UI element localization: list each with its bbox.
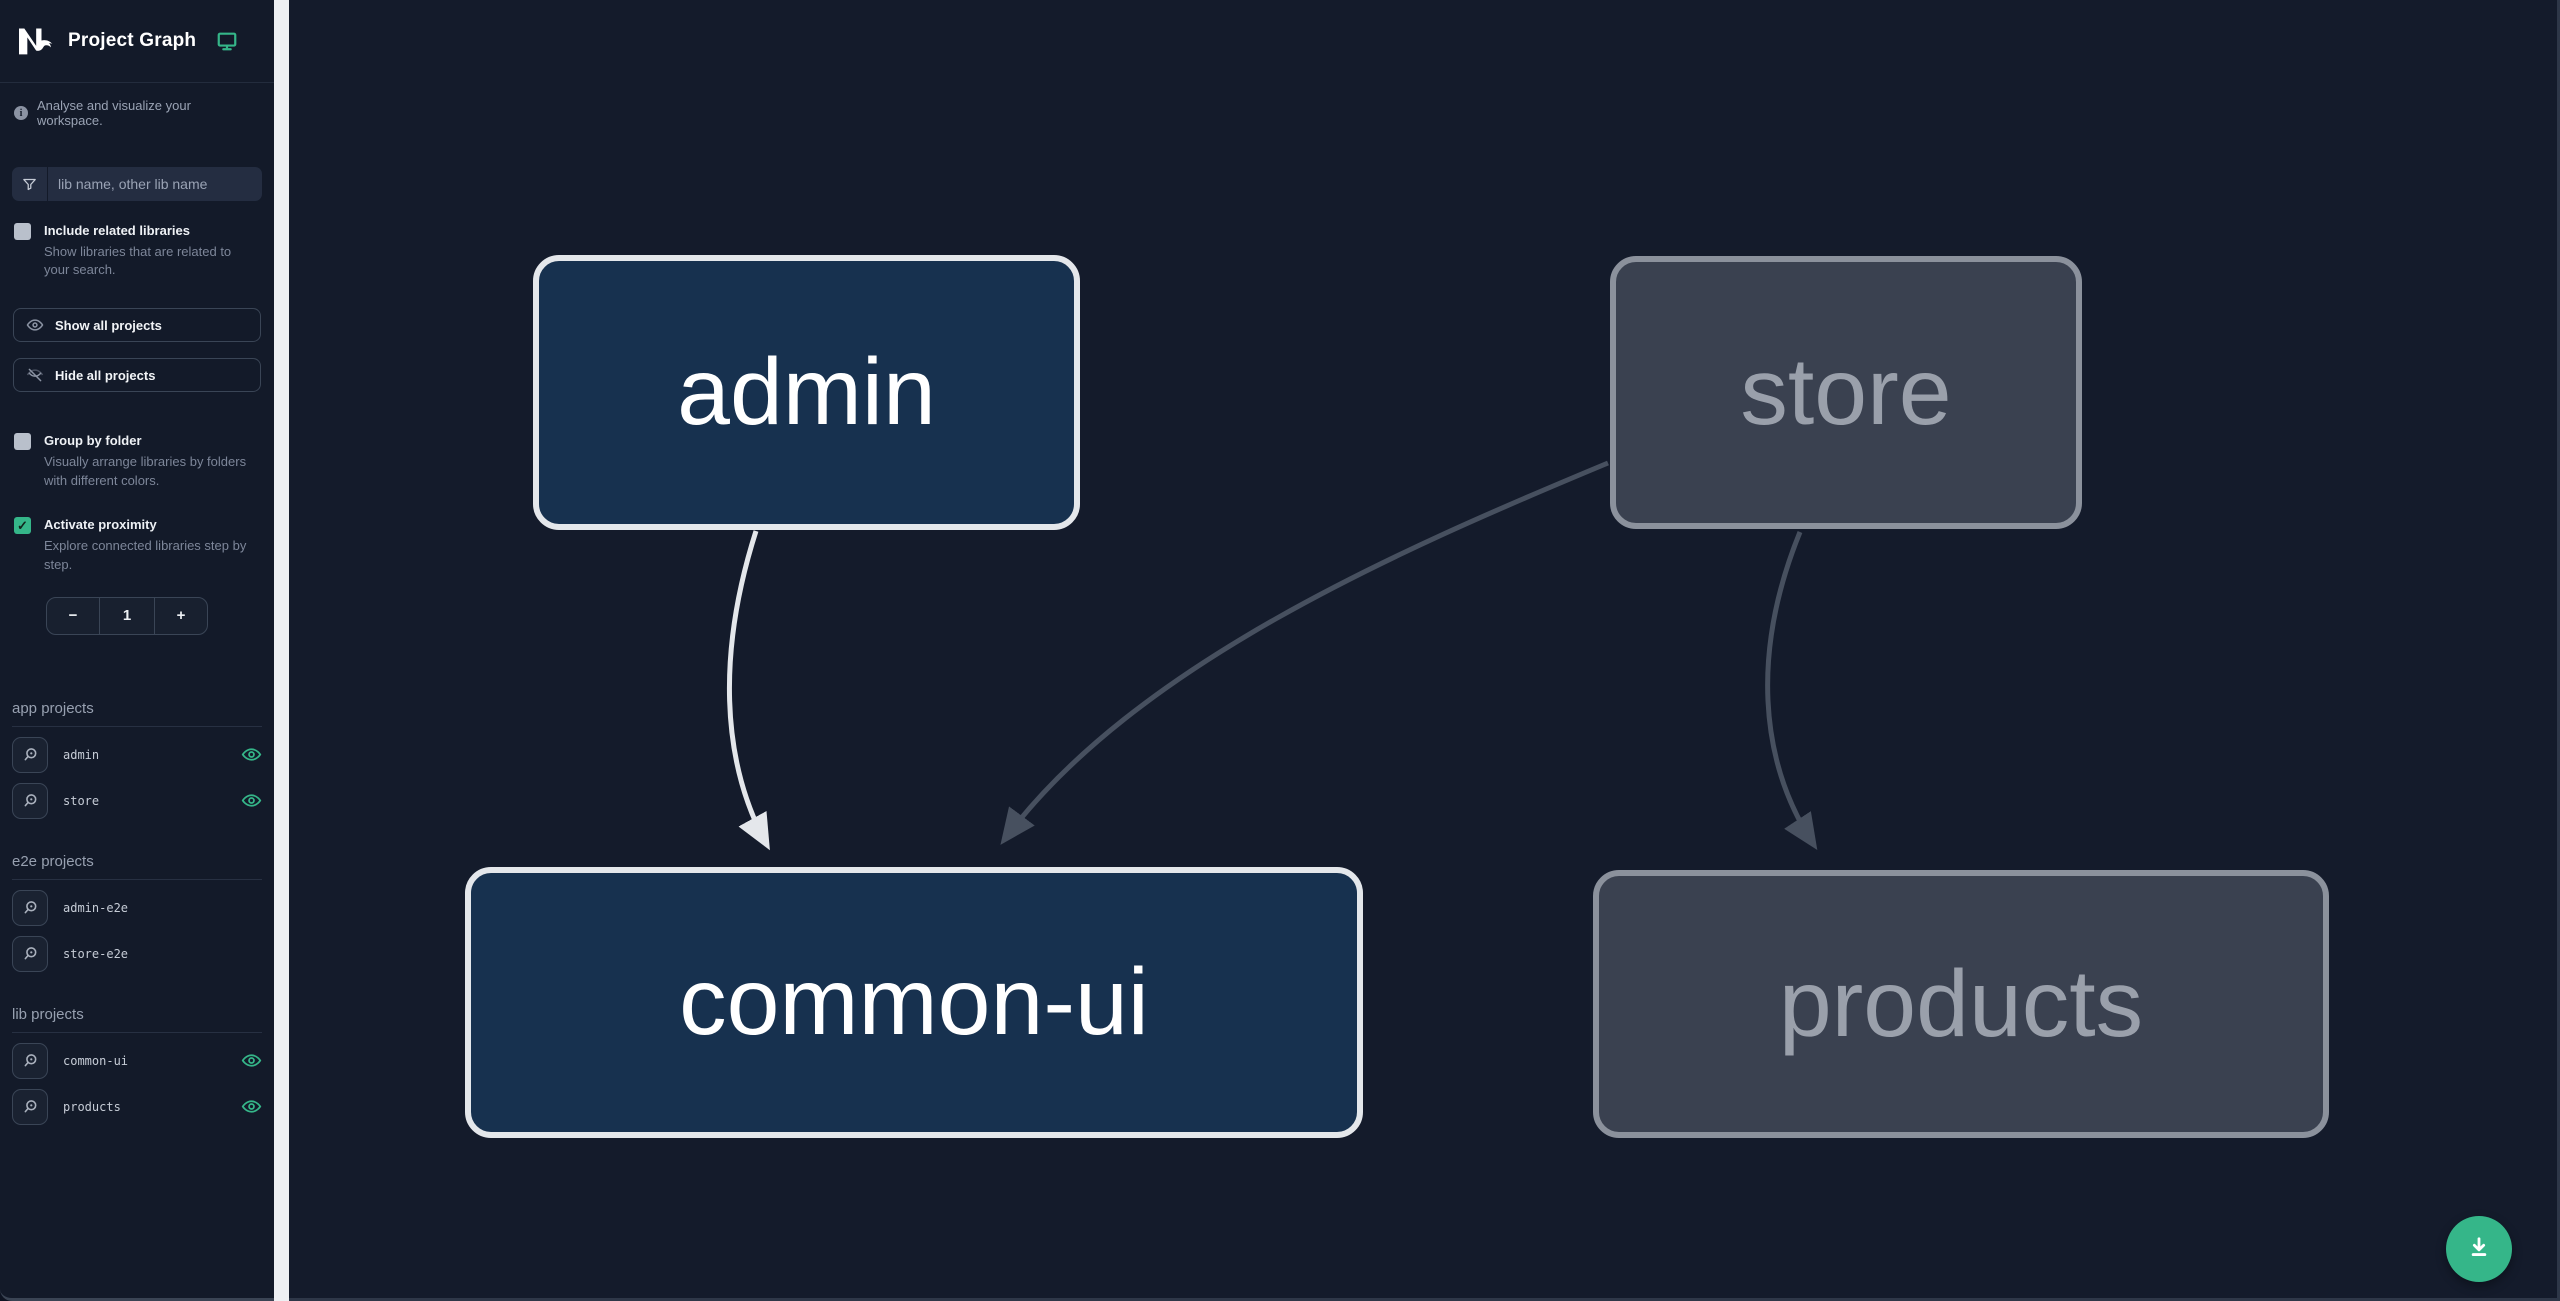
include-related-label: Include related libraries xyxy=(44,223,190,238)
project-visible-eye-icon[interactable] xyxy=(240,1050,262,1072)
include-related-checkbox[interactable]: ✓ xyxy=(14,223,31,240)
section-title: lib projects xyxy=(12,1006,262,1033)
section-e2e-projects: e2e projects admin-e2e store-e2e xyxy=(12,853,262,972)
tagline-text: Analyse and visualize your workspace. xyxy=(36,98,191,128)
info-icon: i xyxy=(14,106,28,120)
proximity-increment-button[interactable]: + xyxy=(176,607,186,625)
section-lib-projects: lib projects common-ui products xyxy=(12,1006,262,1125)
project-visible-eye-icon[interactable] xyxy=(240,790,262,812)
project-name: store xyxy=(63,793,100,808)
project-row-store-e2e: store-e2e xyxy=(12,935,262,972)
project-row-admin: admin xyxy=(12,736,262,773)
group-by-folder-label: Group by folder xyxy=(44,433,142,449)
focus-project-button[interactable] xyxy=(12,1042,48,1079)
section-title: app projects xyxy=(12,700,262,727)
focus-project-button[interactable] xyxy=(12,889,48,926)
project-visible-eye-icon[interactable] xyxy=(240,1096,262,1118)
filter-input[interactable] xyxy=(48,167,262,201)
activate-proximity-description: Explore connected libraries step by step… xyxy=(44,538,247,572)
project-row-admin-e2e: admin-e2e xyxy=(12,889,262,926)
include-related-description: Show libraries that are related to your … xyxy=(44,243,232,278)
section-app-projects: app projects admin store xyxy=(12,700,262,819)
hide-all-projects-button[interactable]: Hide all projects xyxy=(13,358,261,393)
project-sections: app projects admin store xyxy=(0,700,274,1125)
project-row-common-ui: common-ui xyxy=(12,1042,262,1079)
funnel-icon xyxy=(12,167,48,201)
download-icon xyxy=(2465,1233,2493,1266)
section-title: e2e projects xyxy=(12,853,262,880)
group-by-folder-checkbox[interactable]: ✓ xyxy=(14,433,31,451)
monitor-icon[interactable] xyxy=(216,30,238,52)
sidebar-divider xyxy=(274,0,289,1301)
group-by-folder-description: Visually arrange libraries by folders wi… xyxy=(44,453,247,488)
graph-node-common-ui[interactable]: common-ui xyxy=(465,867,1363,1138)
graph-node-admin[interactable]: admin xyxy=(533,255,1080,530)
proximity-value[interactable]: 1 xyxy=(99,597,155,634)
project-name: products xyxy=(63,1099,121,1114)
graph-canvas[interactable]: admin store common-ui products xyxy=(289,0,2560,1301)
project-name: store-e2e xyxy=(63,946,129,961)
page-title: Project Graph xyxy=(68,30,197,51)
proximity-decrement-button[interactable]: − xyxy=(68,607,78,625)
activate-proximity-checkbox[interactable]: ✓ xyxy=(14,517,31,535)
graph-node-store[interactable]: store xyxy=(1610,256,2082,529)
show-all-projects-label: Show all projects xyxy=(55,317,162,333)
project-name: common-ui xyxy=(63,1053,129,1068)
sidebar: Project Graph i Analyse and visualize yo… xyxy=(0,0,274,1301)
download-image-button[interactable] xyxy=(2446,1216,2512,1282)
project-visible-eye-icon[interactable] xyxy=(240,744,262,766)
edge-store-products xyxy=(1765,531,1818,851)
hide-all-projects-label: Hide all projects xyxy=(55,367,156,383)
filter-box xyxy=(12,167,262,201)
eye-icon xyxy=(26,316,44,334)
focus-project-button[interactable] xyxy=(12,736,48,773)
proximity-stepper: − 1 + xyxy=(46,596,208,635)
focus-project-button[interactable] xyxy=(12,935,48,972)
tagline: i Analyse and visualize your workspace. xyxy=(0,98,274,128)
show-all-projects-button[interactable]: Show all projects xyxy=(13,308,261,343)
focus-project-button[interactable] xyxy=(12,1088,48,1125)
graph-node-products[interactable]: products xyxy=(1593,870,2329,1138)
project-name: admin-e2e xyxy=(63,900,129,915)
checkbox-activate-proximity: ✓ Activate proximity Explore connected l… xyxy=(0,516,274,574)
edge-admin-common-ui xyxy=(726,530,770,851)
eye-off-icon xyxy=(26,366,44,384)
nx-logo-icon xyxy=(14,21,54,61)
checkbox-group-by-folder: ✓ Group by folder Visually arrange libra… xyxy=(0,432,274,490)
project-row-store: store xyxy=(12,782,262,819)
graph-edges xyxy=(726,460,1818,851)
activate-proximity-label: Activate proximity xyxy=(44,517,157,533)
checkbox-include-related: ✓ Include related libraries Show librari… xyxy=(0,222,274,280)
project-name: admin xyxy=(63,747,100,762)
focus-project-button[interactable] xyxy=(12,782,48,819)
edge-store-common-ui xyxy=(1000,460,1609,845)
project-row-products: products xyxy=(12,1088,262,1125)
sidebar-header: Project Graph xyxy=(0,0,274,83)
